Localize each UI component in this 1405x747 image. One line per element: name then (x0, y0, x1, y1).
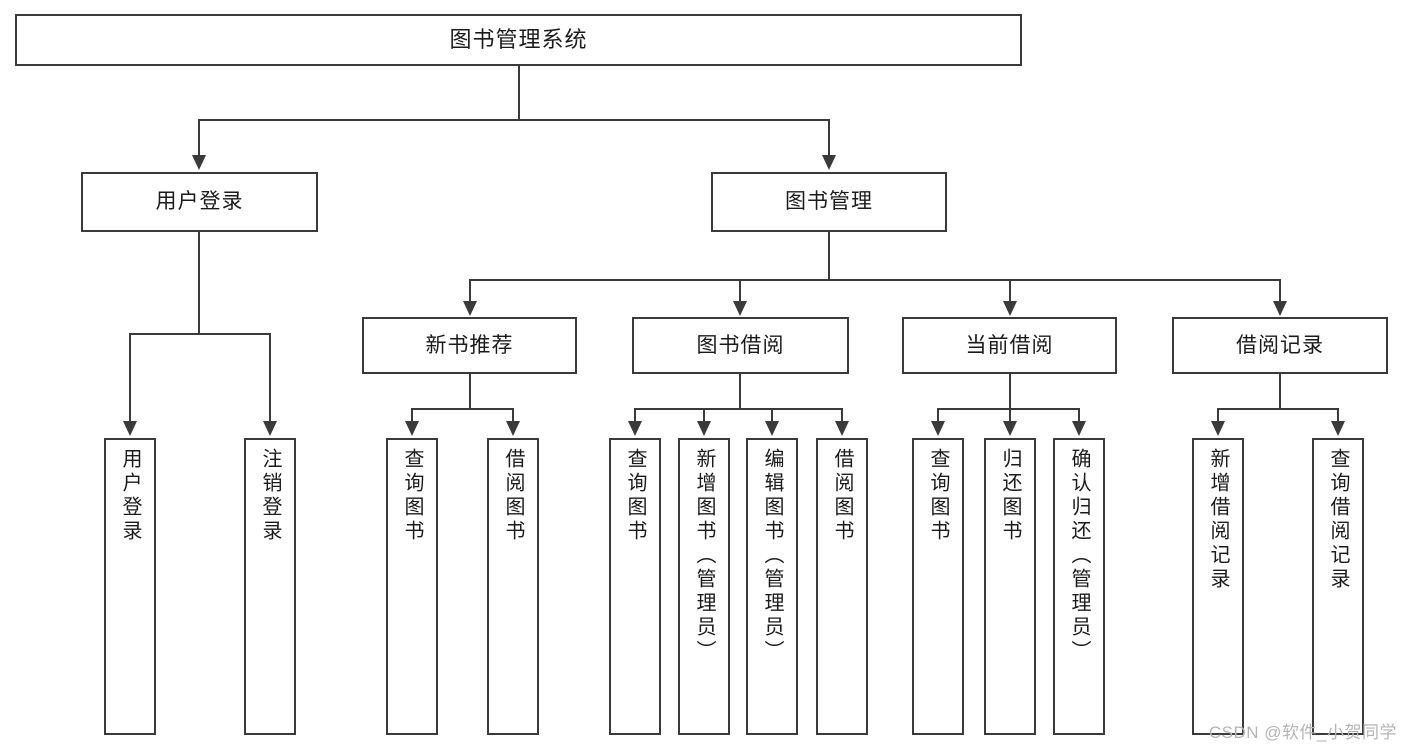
connector-user-login-drop-2 (269, 333, 271, 423)
node-current-borrow-label: 当前借阅 (965, 333, 1054, 357)
connector-new-book-drop-2 (512, 408, 514, 423)
arrow-to-leaf-return-book (1003, 421, 1017, 436)
connector-borrow-record-stem (1279, 374, 1281, 409)
node-leaf-borrow-book-2-label: 借阅图书 (831, 448, 853, 544)
node-leaf-confirm-return-label: 确认归还（管理员） (1068, 448, 1090, 664)
arrow-to-book-manage (822, 155, 836, 170)
node-leaf-logout-label: 注销登录 (259, 448, 281, 544)
arrow-to-leaf-user-login (123, 421, 137, 436)
node-leaf-borrow-book-1[interactable]: 借阅图书 (487, 438, 539, 735)
connector-book-borrow-stem (739, 374, 741, 409)
connector-book-manage-drop-1 (469, 279, 471, 303)
node-root-label: 图书管理系统 (449, 26, 588, 52)
node-borrow-record-label: 借阅记录 (1236, 333, 1324, 357)
node-leaf-confirm-return[interactable]: 确认归还（管理员） (1053, 438, 1105, 735)
node-leaf-return-book[interactable]: 归还图书 (984, 438, 1036, 735)
node-leaf-logout[interactable]: 注销登录 (244, 438, 296, 735)
node-book-manage-label: 图书管理 (785, 190, 873, 214)
node-current-borrow[interactable]: 当前借阅 (902, 317, 1117, 374)
node-leaf-query-book-3-label: 查询图书 (927, 448, 949, 544)
connector-current-borrow-bus (937, 408, 1079, 410)
node-book-borrow[interactable]: 图书借阅 (632, 317, 849, 374)
connector-book-borrow-bus (634, 408, 842, 410)
arrow-to-leaf-borrow-book-1 (506, 421, 520, 436)
connector-book-borrow-drop-1 (634, 408, 636, 423)
connector-user-login-stem (198, 232, 200, 334)
arrow-to-leaf-confirm-return (1072, 421, 1086, 436)
connector-book-manage-bus (469, 279, 1280, 281)
connector-book-borrow-drop-2 (703, 408, 705, 423)
node-leaf-borrow-book-1-label: 借阅图书 (502, 448, 524, 544)
connector-root-bus (198, 119, 830, 121)
node-leaf-add-book[interactable]: 新增图书（管理员） (678, 438, 730, 735)
connector-borrow-record-bus (1217, 408, 1339, 410)
node-borrow-record[interactable]: 借阅记录 (1172, 317, 1388, 374)
node-leaf-query-book-2[interactable]: 查询图书 (609, 438, 661, 735)
node-user-login-label: 用户登录 (155, 190, 244, 214)
arrow-to-book-borrow (733, 301, 747, 316)
node-leaf-return-book-label: 归还图书 (999, 448, 1021, 544)
connector-root-drop-user (198, 119, 200, 157)
node-leaf-add-book-label: 新增图书（管理员） (693, 448, 715, 664)
node-user-login[interactable]: 用户登录 (81, 172, 318, 232)
node-leaf-query-book-1-label: 查询图书 (401, 448, 423, 544)
node-root[interactable]: 图书管理系统 (15, 14, 1022, 66)
arrow-to-leaf-add-record (1211, 421, 1225, 436)
connector-current-borrow-drop-1 (937, 408, 939, 423)
connector-user-login-bus (129, 333, 270, 335)
connector-book-manage-drop-2 (739, 279, 741, 303)
node-leaf-borrow-book-2[interactable]: 借阅图书 (816, 438, 868, 735)
node-leaf-query-book-1[interactable]: 查询图书 (386, 438, 438, 735)
connector-current-borrow-stem (1009, 374, 1011, 409)
connector-user-login-drop-1 (129, 333, 131, 423)
node-new-book-recommend-label: 新书推荐 (425, 333, 514, 357)
arrow-to-leaf-borrow-book-2 (835, 421, 849, 436)
connector-new-book-bus (411, 408, 513, 410)
node-leaf-add-record[interactable]: 新增借阅记录 (1192, 438, 1244, 735)
arrow-to-leaf-query-record (1331, 421, 1345, 436)
connector-book-manage-drop-4 (1279, 279, 1281, 303)
connector-root-stem (518, 66, 520, 119)
arrow-to-leaf-query-book-2 (628, 421, 642, 436)
arrow-to-current-borrow (1003, 301, 1017, 316)
node-leaf-user-login[interactable]: 用户登录 (104, 438, 156, 735)
connector-new-book-drop-1 (411, 408, 413, 423)
node-leaf-edit-book-label: 编辑图书（管理员） (761, 448, 783, 664)
node-leaf-edit-book[interactable]: 编辑图书（管理员） (746, 438, 798, 735)
node-leaf-query-book-3[interactable]: 查询图书 (912, 438, 964, 735)
connector-borrow-record-drop-1 (1217, 408, 1219, 423)
node-leaf-add-record-label: 新增借阅记录 (1207, 448, 1229, 592)
connector-book-manage-stem (828, 232, 830, 280)
arrow-to-leaf-edit-book (765, 421, 779, 436)
node-leaf-query-record[interactable]: 查询借阅记录 (1312, 438, 1364, 735)
node-new-book-recommend[interactable]: 新书推荐 (362, 317, 577, 374)
node-leaf-user-login-label: 用户登录 (119, 448, 141, 544)
arrow-to-leaf-add-book (697, 421, 711, 436)
connector-book-borrow-drop-3 (771, 408, 773, 423)
arrow-to-leaf-logout (263, 421, 277, 436)
connector-borrow-record-drop-2 (1337, 408, 1339, 423)
connector-new-book-stem (469, 374, 471, 409)
csdn-watermark: CSDN @软件_小贺同学 (1208, 723, 1397, 742)
connector-current-borrow-drop-2 (1009, 408, 1011, 423)
arrow-to-leaf-query-book-1 (405, 421, 419, 436)
node-book-manage[interactable]: 图书管理 (711, 172, 947, 232)
arrow-to-new-book-recommend (463, 301, 477, 316)
connector-current-borrow-drop-3 (1078, 408, 1080, 423)
node-book-borrow-label: 图书借阅 (696, 333, 785, 357)
arrow-to-leaf-query-book-3 (931, 421, 945, 436)
arrow-to-borrow-record (1273, 301, 1287, 316)
node-leaf-query-record-label: 查询借阅记录 (1327, 448, 1349, 592)
node-leaf-query-book-2-label: 查询图书 (624, 448, 646, 544)
connector-book-manage-drop-3 (1009, 279, 1011, 303)
arrow-to-user-login (192, 155, 206, 170)
connector-book-borrow-drop-4 (841, 408, 843, 423)
connector-root-drop-book (828, 119, 830, 157)
